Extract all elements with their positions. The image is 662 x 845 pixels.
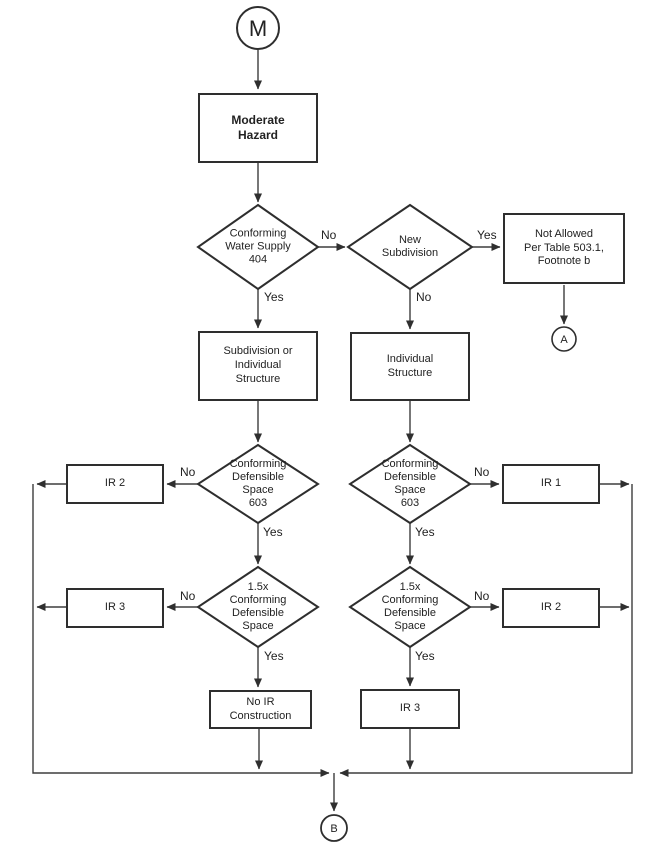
edge-label-no-x15-left: No: [180, 589, 196, 603]
edge-label-no-cds-left: No: [180, 465, 196, 479]
decision-1-5x-conforming-defensible-space-right: 1.5x Conforming Defensible Space: [381, 581, 439, 632]
decision-conforming-defensible-space-603-right: Conforming Defensible Space 603: [381, 458, 439, 509]
edge-label-no-x15-right: No: [474, 589, 490, 603]
decision-new-subdivision: New Subdivision: [381, 234, 439, 259]
decision-shape-x15-right: [348, 565, 472, 649]
process-ir2-right: IR 2: [502, 588, 600, 628]
decision-shape-conforming-water-supply: [196, 203, 320, 291]
process-ir3-left: IR 3: [66, 588, 164, 628]
process-no-ir-construction: No IR Construction: [209, 690, 312, 729]
decision-conforming-defensible-space-603-left: Conforming Defensible Space 603: [229, 458, 287, 509]
edge-label-no-cds-right: No: [474, 465, 490, 479]
process-ir2-left: IR 2: [66, 464, 164, 504]
decision-shape-cds-right: [348, 443, 472, 525]
decision-conforming-water-supply-404: Conforming Water Supply 404: [225, 227, 291, 266]
edge-label-yes-cds-right: Yes: [415, 525, 435, 539]
edge-label-yes-water-supply: Yes: [264, 290, 284, 304]
process-subdivision-or-individual: Subdivision or Individual Structure: [198, 331, 318, 401]
process-not-allowed: Not Allowed Per Table 503.1, Footnote b: [503, 213, 625, 284]
decision-1-5x-conforming-defensible-space-left: 1.5x Conforming Defensible Space: [229, 581, 287, 632]
edge-label-yes-x15-right: Yes: [415, 649, 435, 663]
edge-label-yes-x15-left: Yes: [264, 649, 284, 663]
edge-label-yes-cds-left: Yes: [263, 525, 283, 539]
terminal-m-circle: [236, 6, 280, 50]
edge-label-no-new-subdivision: No: [416, 290, 432, 304]
terminal-a-circle: [551, 326, 577, 352]
edge-right-rail: [339, 484, 633, 777]
terminal-m-label: M: [248, 16, 268, 41]
process-ir1-right: IR 1: [502, 464, 600, 504]
terminal-a-label: A: [560, 334, 568, 346]
process-moderate-hazard: Moderate Hazard: [198, 93, 318, 163]
process-individual-structure: Individual Structure: [350, 332, 470, 401]
decision-shape-x15-left: [196, 565, 320, 649]
edge-label-yes-new-subdivision: Yes: [477, 228, 497, 242]
decision-shape-new-subdivision: [346, 203, 474, 291]
terminal-b-circle: [320, 814, 348, 842]
edge-label-no-water-supply: No: [321, 228, 337, 242]
decision-shape-cds-left: [196, 443, 320, 525]
process-ir3-right: IR 3: [360, 689, 460, 729]
terminal-b-label: B: [330, 823, 338, 835]
edge-left-rail: [32, 484, 330, 777]
